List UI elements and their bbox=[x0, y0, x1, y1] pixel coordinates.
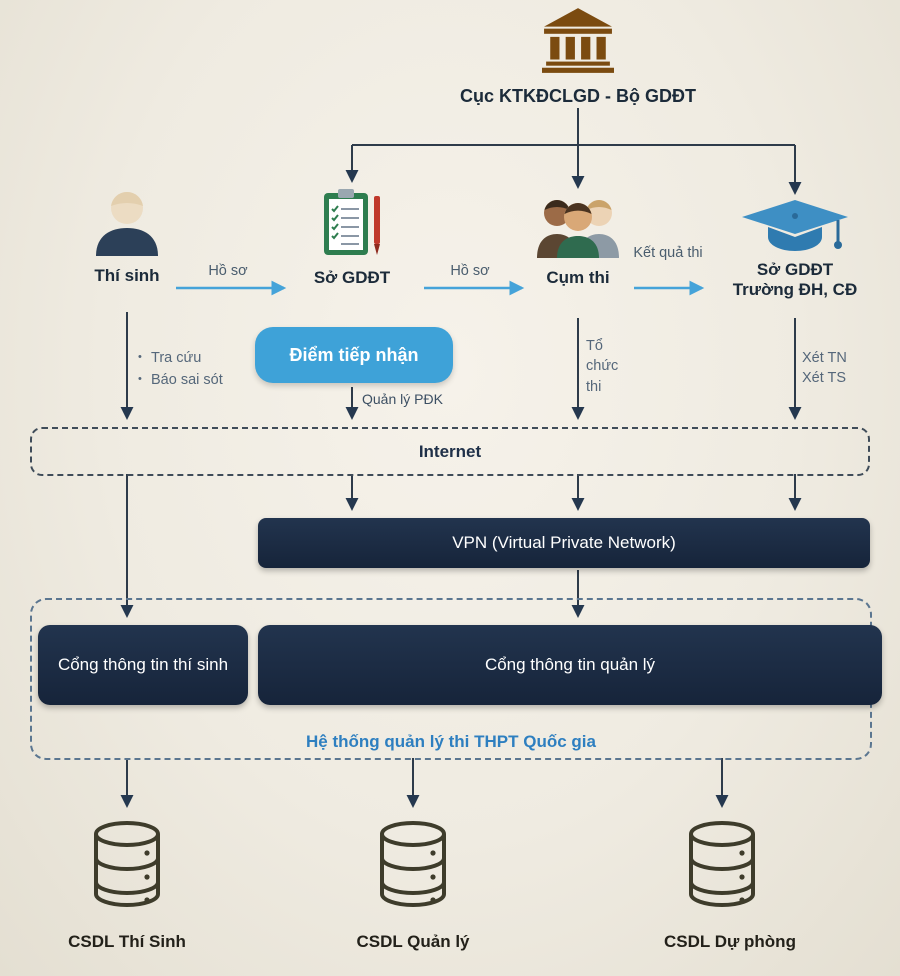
flow-label-hoso-1: Hồ sơ bbox=[208, 263, 248, 279]
cluster-action-label: Tổ chức thi bbox=[586, 338, 619, 395]
root-label: Cục KTKĐCLGD - Bộ GDĐT bbox=[460, 86, 696, 106]
candidate-portal-box: Cổng thông tin thí sinh bbox=[38, 625, 248, 705]
entity-label-candidate: Thí sinh bbox=[94, 266, 160, 285]
database-icon-backup bbox=[686, 820, 758, 912]
vpn-bar: VPN (Virtual Private Network) bbox=[258, 518, 870, 568]
registration-mgmt-label: Quản lý PĐK bbox=[362, 391, 443, 407]
database-icon-management bbox=[377, 820, 449, 912]
candidate-actions-list: Tra cứu Báo sai sót bbox=[138, 348, 248, 392]
clipboard-icon bbox=[320, 188, 384, 258]
flow-label-hoso-2: Hồ sơ bbox=[450, 263, 490, 279]
internet-box: Internet bbox=[30, 427, 870, 476]
candidate-action-item: Tra cứu bbox=[138, 348, 248, 370]
university-action-item: Xét TN bbox=[802, 350, 847, 366]
entity-label-university: Sở GDĐT Trường ĐH, CĐ bbox=[712, 260, 878, 301]
university-actions: Xét TN Xét TS bbox=[802, 348, 882, 389]
management-portal-box: Cổng thông tin quản lý bbox=[258, 625, 882, 705]
candidate-action-item: Báo sai sót bbox=[138, 370, 248, 392]
reception-point-box: Điểm tiếp nhận bbox=[255, 327, 453, 383]
db-label-candidate: CSDL Thí Sinh bbox=[68, 932, 186, 951]
internet-label: Internet bbox=[418, 441, 482, 461]
db-label-backup: CSDL Dự phòng bbox=[664, 932, 796, 951]
entity-label-cluster: Cụm thi bbox=[546, 268, 610, 287]
entity-label-university-line1: Sở GDĐT bbox=[756, 260, 834, 279]
system-caption: Hệ thống quản lý thi THPT Quốc gia bbox=[306, 732, 596, 751]
bank-icon bbox=[542, 8, 614, 74]
candidate-person-icon bbox=[92, 190, 162, 256]
db-label-management: CSDL Quản lý bbox=[356, 932, 470, 951]
entity-label-department: Sở GDĐT bbox=[313, 268, 391, 287]
graduation-cap-icon bbox=[742, 200, 848, 258]
university-action-item: Xét TS bbox=[802, 370, 847, 387]
database-icon-candidate bbox=[91, 820, 163, 912]
flow-label-ketqua: Kết quả thi bbox=[633, 245, 703, 261]
people-group-icon bbox=[535, 194, 621, 258]
entity-label-university-line2: Trường ĐH, CĐ bbox=[732, 280, 858, 300]
